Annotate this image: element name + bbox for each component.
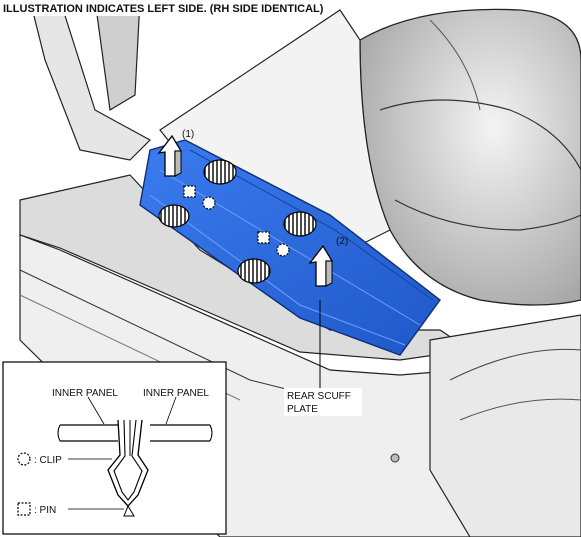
clip-hatch-4 xyxy=(237,258,271,284)
clip-legend-label: : CLIP xyxy=(34,455,62,466)
pin-legend-label: : PIN xyxy=(34,505,56,516)
pin-legend-icon xyxy=(17,502,31,516)
arrow-up-icon-1 xyxy=(157,134,183,177)
pin-clip-markers xyxy=(183,185,290,257)
rear-scuff-plate xyxy=(139,139,441,356)
clip-detail-inset: INNER PANEL INNER PANEL : CLIP : PIN xyxy=(2,361,227,535)
clip-marker-2 xyxy=(276,243,290,257)
step-1-label: (1) xyxy=(182,129,194,140)
clip-hatch-2 xyxy=(158,204,190,228)
part-label-line1: REAR SCUFF xyxy=(287,391,351,402)
inner-panel-left-shape xyxy=(60,424,118,442)
clip-hatch-1 xyxy=(203,159,237,185)
step-2-label: (2) xyxy=(336,236,348,247)
clip-hatch-3 xyxy=(283,211,317,237)
page-title: ILLUSTRATION INDICATES LEFT SIDE. (RH SI… xyxy=(3,3,324,15)
inset-label-inner-panel-right: INNER PANEL xyxy=(143,388,209,399)
clip-legend-icon xyxy=(17,452,31,466)
clip-marker-1 xyxy=(202,196,216,210)
arrow-up-icon-2 xyxy=(308,244,334,287)
clip-locations xyxy=(158,159,317,284)
inset-label-inner-panel-left: INNER PANEL xyxy=(52,388,118,399)
part-label-line2: PLATE xyxy=(287,404,318,415)
inner-panel-right-shape xyxy=(150,424,210,442)
pin-marker-2 xyxy=(257,231,270,244)
pin-marker-1 xyxy=(183,185,196,198)
